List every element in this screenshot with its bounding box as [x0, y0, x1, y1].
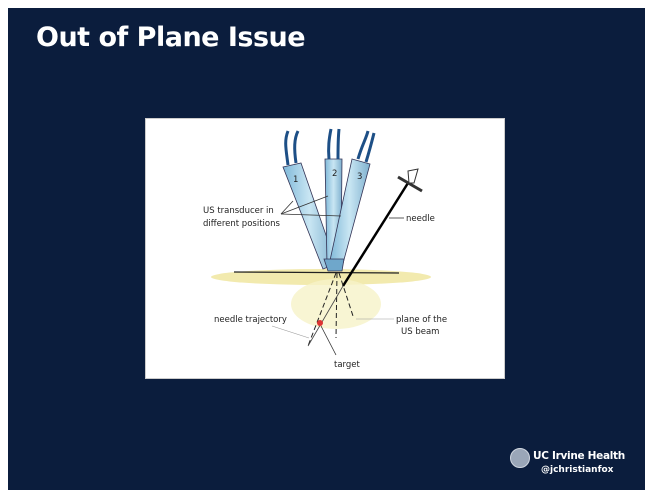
transducer-label-line2: different positions: [203, 219, 280, 229]
plane-label-line1: plane of the: [396, 315, 447, 325]
position-3-label: 3: [357, 172, 362, 182]
slide: Out of Plane Issue 1: [8, 8, 645, 490]
twitter-handle: @jchristianfox: [541, 465, 614, 475]
position-2-label: 2: [332, 169, 337, 179]
position-1-label: 1: [293, 175, 298, 185]
transducer-tip: [323, 258, 345, 272]
needle-hub: [397, 168, 423, 193]
illustration-svg: 1 2 3 needle US transducer in different …: [203, 128, 447, 370]
uc-seal-logo: [510, 448, 530, 468]
needle-label: needle: [406, 214, 435, 224]
brand-name: UC Irvine Health: [533, 450, 625, 462]
needle-shaft: [341, 182, 410, 287]
target-dot: [317, 320, 323, 326]
out-of-plane-illustration: 1 2 3 needle US transducer in different …: [145, 118, 505, 379]
needle-trajectory-label: needle trajectory: [214, 315, 287, 325]
beam-plane-lines: [307, 272, 354, 347]
transducer-leader-lines: [280, 195, 342, 217]
slide-title: Out of Plane Issue: [36, 22, 306, 53]
needle-trajectory-line: [307, 285, 344, 347]
skin-surface-line: [233, 271, 400, 274]
transducer-label-line1: US transducer in: [203, 206, 274, 216]
tissue-shading: [291, 279, 381, 329]
plane-label-line2: US beam: [401, 327, 439, 337]
target-label: target: [334, 360, 361, 370]
